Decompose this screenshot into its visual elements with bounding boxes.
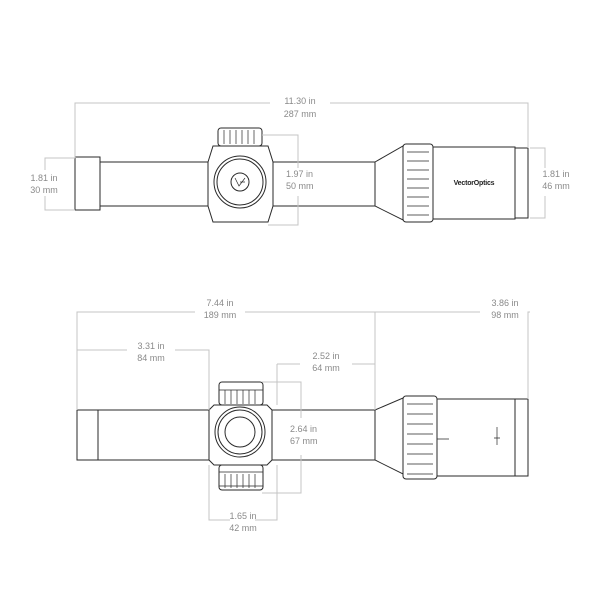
magnification-ring — [402, 395, 438, 480]
svg-text:3.31 in: 3.31 in — [137, 341, 164, 351]
elevation-turret — [217, 127, 263, 147]
top-view: VectorOptics 11.30 in 287 mm 1.81 in 30 … — [30, 96, 570, 226]
objective-diameter-dimension: 1.81 in 46 mm — [530, 147, 570, 219]
svg-text:7.44 in: 7.44 in — [206, 298, 233, 308]
svg-text:98 mm: 98 mm — [491, 310, 519, 320]
scope-side-outline — [76, 381, 529, 491]
svg-text:1.65 in: 1.65 in — [229, 511, 256, 521]
elevation-turret — [218, 381, 264, 406]
turret-to-objective-dimension: 2.52 in 64 mm — [277, 351, 375, 373]
svg-text:50 mm: 50 mm — [286, 181, 314, 191]
focus-ring — [402, 143, 434, 223]
overall-length-dimension: 11.30 in 287 mm — [74, 96, 529, 158]
svg-text:2.64 in: 2.64 in — [290, 424, 317, 434]
windage-turret-cap — [224, 416, 256, 448]
svg-text:84 mm: 84 mm — [137, 353, 165, 363]
svg-text:1.81 in: 1.81 in — [542, 169, 569, 179]
svg-text:64 mm: 64 mm — [312, 363, 340, 373]
illumination-turret — [218, 464, 264, 491]
scope-top-outline: VectorOptics — [74, 127, 529, 223]
objective-length-dimension: 3.86 in 98 mm — [375, 298, 530, 399]
turret-span-dimension: 2.64 in 67 mm — [262, 381, 322, 494]
brand-logo-text: VectorOptics — [454, 180, 495, 187]
eyepiece-diameter-dimension: 1.81 in 30 mm — [30, 157, 75, 211]
svg-text:2.52 in: 2.52 in — [312, 351, 339, 361]
svg-text:42 mm: 42 mm — [229, 523, 257, 533]
svg-text:287 mm: 287 mm — [284, 109, 317, 119]
side-view: 7.44 in 189 mm 3.86 in 98 mm 3.31 in 84 … — [76, 298, 530, 533]
turret-width-dimension: 1.65 in 42 mm — [229, 511, 257, 533]
eyepiece-to-turret-dimension: 3.31 in 84 mm — [77, 341, 278, 521]
svg-text:1.97 in: 1.97 in — [286, 169, 313, 179]
svg-text:189 mm: 189 mm — [204, 310, 237, 320]
svg-text:30 mm: 30 mm — [30, 185, 58, 195]
svg-text:11.30 in: 11.30 in — [284, 96, 315, 106]
svg-text:46 mm: 46 mm — [542, 181, 570, 191]
turret-height-dimension: 1.97 in 50 mm — [262, 134, 318, 226]
svg-text:67 mm: 67 mm — [290, 436, 318, 446]
svg-text:1.81 in: 1.81 in — [30, 173, 57, 183]
svg-text:3.86 in: 3.86 in — [491, 298, 518, 308]
